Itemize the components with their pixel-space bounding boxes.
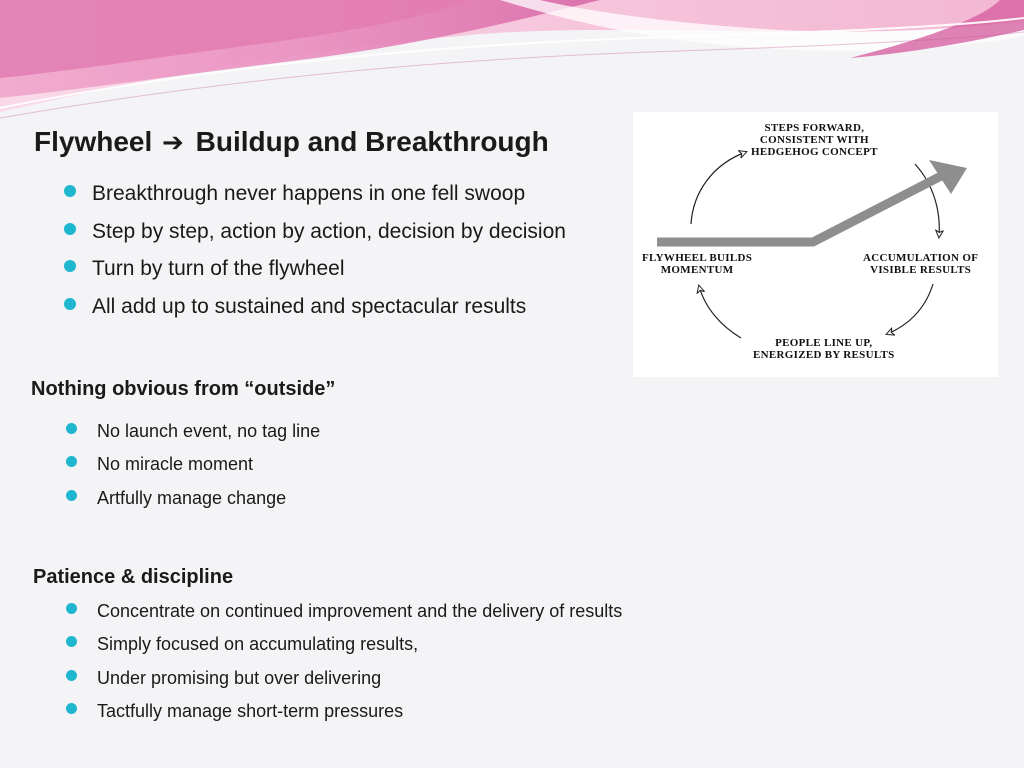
right-arrow-icon: ➔ bbox=[162, 127, 184, 157]
list-item: Turn by turn of the flywheel bbox=[64, 251, 566, 289]
diagram-label-line: People Line Up, bbox=[775, 337, 873, 349]
slide-title: Flywheel ➔ Buildup and Breakthrough bbox=[34, 126, 549, 158]
bullet-dot-icon bbox=[66, 702, 77, 714]
bullet-dot-icon bbox=[64, 222, 76, 235]
diagram-label-line: Energized by Results bbox=[753, 349, 895, 361]
list-item: No launch event, no tag line bbox=[66, 416, 320, 449]
bullet-dot-icon bbox=[66, 423, 77, 434]
list-item: Breakthrough never happens in one fell s… bbox=[64, 176, 566, 214]
diagram-label-line: Flywheel Builds bbox=[642, 252, 753, 264]
flywheel-diagram: Steps Forward, Consistent with Hedgehog … bbox=[633, 112, 998, 377]
flywheel-cycle-graphic bbox=[657, 112, 967, 339]
bullet-dot-icon bbox=[66, 489, 77, 501]
bullet-text: Simply focused on accumulating results, bbox=[97, 634, 419, 655]
bullet-text: No miracle moment bbox=[97, 454, 254, 475]
section-heading-patience: Patience & discipline bbox=[33, 566, 234, 588]
bullet-dot-icon bbox=[64, 185, 76, 197]
bullet-dot-icon bbox=[64, 260, 76, 272]
bullet-text: Artfully manage change bbox=[97, 487, 287, 508]
diagram-label-accumulation: Accumulation of Visible Results bbox=[863, 252, 978, 276]
list-item: No miracle moment bbox=[66, 449, 320, 482]
diagram-label-line: Momentum bbox=[660, 264, 734, 276]
cycle-arrow-top-left bbox=[690, 152, 746, 225]
list-item: Concentrate on continued improvement and… bbox=[66, 596, 622, 629]
bullet-text: Under promising but over delivering bbox=[97, 667, 382, 688]
bullet-dot-icon bbox=[66, 669, 77, 681]
diagram-label-line: Hedgehog Concept bbox=[751, 146, 878, 158]
bullet-text: All add up to sustained and spectacular … bbox=[92, 294, 527, 318]
diagram-label-flywheel-builds: Flywheel Builds Momentum bbox=[642, 252, 752, 276]
cycle-arrow-bottom-left bbox=[699, 286, 742, 339]
outside-bullet-list: No launch event, no tag line No miracle … bbox=[66, 416, 320, 516]
bullet-dot-icon bbox=[64, 297, 76, 310]
diagram-label-line: Accumulation of bbox=[863, 252, 979, 264]
title-part-flywheel: Flywheel bbox=[34, 126, 153, 157]
list-item: All add up to sustained and spectacular … bbox=[64, 289, 566, 327]
bullet-text: Tactfully manage short-term pressures bbox=[97, 700, 404, 721]
diagram-label-steps-forward: Steps Forward, Consistent with Hedgehog … bbox=[751, 122, 878, 158]
header-wave-decoration bbox=[0, 0, 1024, 119]
list-item: Under promising but over delivering bbox=[66, 663, 622, 696]
bullet-dot-icon bbox=[66, 456, 77, 468]
bullet-dot-icon bbox=[66, 603, 77, 614]
title-part-buildup: Buildup and Breakthrough bbox=[195, 126, 549, 157]
bullet-text: Step by step, action by action, decision… bbox=[92, 219, 566, 243]
patience-bullet-list: Concentrate on continued improvement and… bbox=[66, 596, 622, 729]
bullet-text: Breakthrough never happens in one fell s… bbox=[92, 182, 526, 205]
bullet-text: Concentrate on continued improvement and… bbox=[97, 601, 623, 621]
bullet-dot-icon bbox=[66, 636, 77, 648]
bullet-text: No launch event, no tag line bbox=[97, 421, 321, 441]
list-item: Artfully manage change bbox=[66, 483, 320, 516]
diagram-label-line: Consistent with bbox=[759, 134, 869, 146]
cycle-arrow-bottom-right bbox=[887, 283, 934, 334]
list-item: Tactfully manage short-term pressures bbox=[66, 696, 622, 729]
bullet-text: Turn by turn of the flywheel bbox=[92, 257, 345, 280]
diagram-label-line: Visible Results bbox=[870, 264, 972, 276]
breakthrough-arrow bbox=[657, 160, 967, 247]
diagram-label-line: Steps Forward, bbox=[764, 122, 865, 134]
diagram-label-people-line-up: People Line Up, Energized by Results bbox=[753, 337, 895, 361]
list-item: Simply focused on accumulating results, bbox=[66, 629, 622, 662]
section-heading-outside: Nothing obvious from “outside” bbox=[31, 378, 336, 400]
cycle-arrow-top-right bbox=[914, 163, 939, 237]
list-item: Step by step, action by action, decision… bbox=[64, 214, 566, 252]
main-bullet-list: Breakthrough never happens in one fell s… bbox=[64, 176, 566, 326]
